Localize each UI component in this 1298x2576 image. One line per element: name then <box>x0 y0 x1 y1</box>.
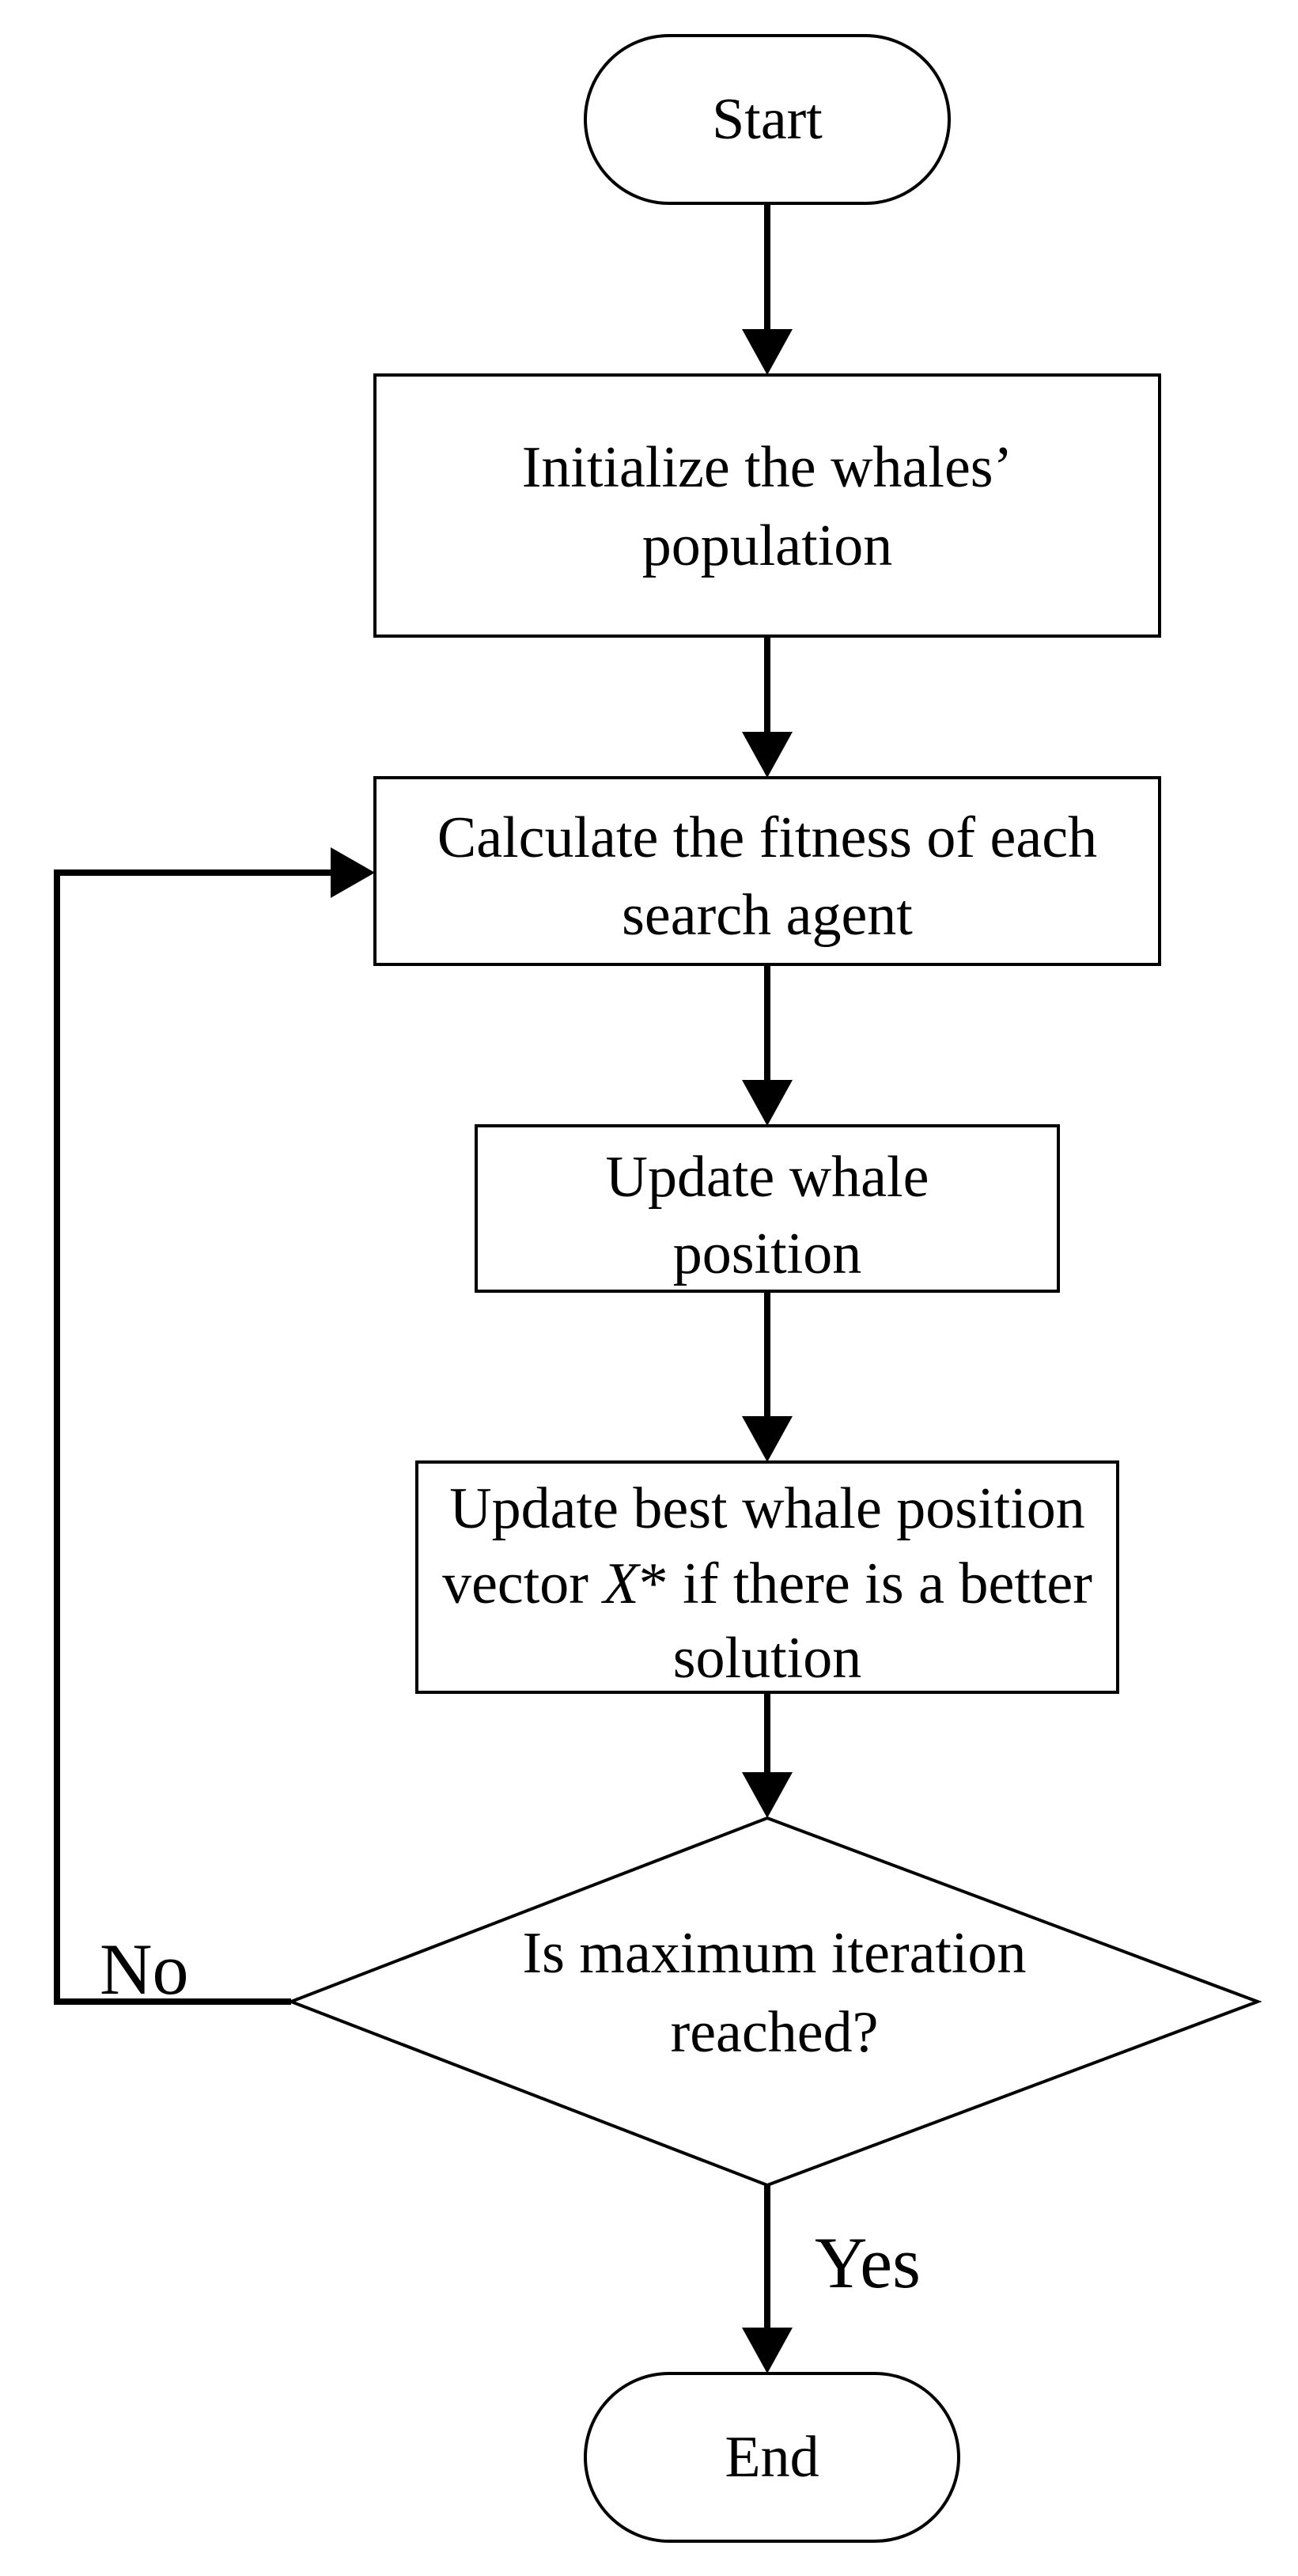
decision-line-1: Is maximum iteration <box>522 1921 1026 1986</box>
update-best-process: Update best whale position vector X* if … <box>415 1460 1119 1694</box>
fitness-process: Calculate the fitness of each search age… <box>373 776 1161 966</box>
fitness-line-2: search agent <box>622 883 913 948</box>
end-terminator: End <box>584 2372 960 2543</box>
arrowhead-update-best-to-decision <box>742 1772 793 1818</box>
initialize-line-1: Initialize the whales’ <box>522 435 1013 500</box>
update-best-box <box>415 1460 1119 1694</box>
update-best-line-2: vector X* if there is a better <box>442 1551 1092 1616</box>
decision-line-2: reached? <box>671 2000 879 2065</box>
decision: Is maximum iteration reached? <box>286 1816 1262 2188</box>
initialize-line-2: population <box>642 513 893 578</box>
arrowhead-initialize-to-fitness <box>742 732 793 778</box>
start-label: Start <box>712 87 823 152</box>
update-best-line-2-before: vector <box>442 1551 603 1616</box>
update-position-process: Update whale position <box>475 1124 1060 1293</box>
fitness-box <box>373 776 1161 966</box>
no-branch-label: No <box>100 1929 188 2010</box>
arrow-no-loop-back <box>54 869 331 2005</box>
update-position-line-2: position <box>673 1222 861 1286</box>
decision-diamond <box>286 1816 1262 2188</box>
initialize-process: Initialize the whales’ population <box>373 373 1161 638</box>
yes-branch-label: Yes <box>815 2222 921 2303</box>
end-shape <box>584 2372 960 2543</box>
arrowhead-fitness-to-update-position <box>742 1080 793 1126</box>
connectors <box>54 203 793 2373</box>
arrowhead-update-position-to-update-best <box>742 1416 793 1462</box>
update-best-line-2-after: * if there is a better <box>639 1551 1092 1616</box>
update-position-line-1: Update whale <box>606 1145 929 1210</box>
start-shape <box>584 34 951 205</box>
update-best-line-2-var: X <box>600 1551 641 1616</box>
fitness-line-1: Calculate the fitness of each <box>437 805 1097 870</box>
end-label: End <box>725 2425 819 2490</box>
arrowhead-decision-to-end <box>742 2328 793 2373</box>
start-terminator: Start <box>584 34 951 205</box>
update-best-line-1: Update best whale position <box>449 1476 1085 1541</box>
update-best-line-3: solution <box>673 1626 861 1691</box>
arrowhead-no-loop-back <box>331 847 375 898</box>
update-position-box <box>475 1124 1060 1293</box>
arrowhead-start-to-initialize <box>742 329 793 375</box>
initialize-box <box>373 373 1161 638</box>
